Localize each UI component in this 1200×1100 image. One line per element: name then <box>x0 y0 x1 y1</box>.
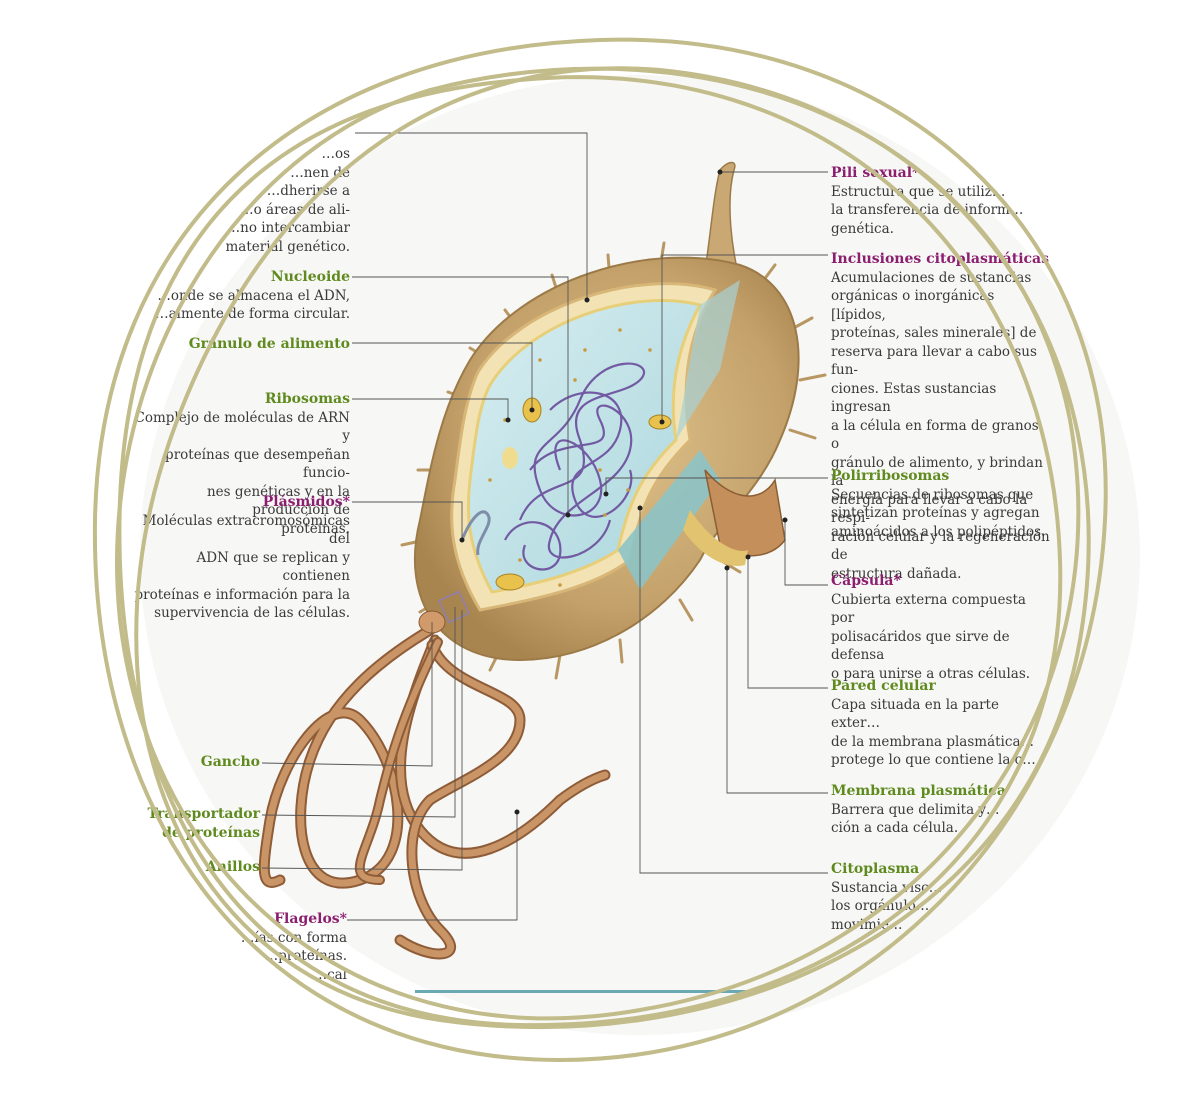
nucleoide-title: Nucleoide <box>270 269 350 285</box>
label-gancho: Gancho <box>160 753 260 772</box>
nucleoide-body: …onde se almacena el ADN, …almente de fo… <box>155 287 350 323</box>
polirribosomas-title: Polirribosomas <box>831 468 950 484</box>
label-granulo: Gránulo de alimento <box>150 335 350 354</box>
capsula-title: Cápsula* <box>831 573 901 589</box>
label-polirribosomas: Polirribosomas Secuencias de ribosomas q… <box>831 467 1051 541</box>
label-top-left: …os …nen de …dherirse a …o áreas de ali-… <box>150 145 351 256</box>
citoplasma-body: Sustancia visc… los orgánulo… movimie… <box>831 879 943 933</box>
label-anillos: Anillos <box>160 858 260 877</box>
label-pili: Pili sexual* Estructura que se utiliz… l… <box>831 164 1031 238</box>
pili-title: Pili sexual* <box>831 165 920 181</box>
label-membrana: Membrana plasmática Barrera que delimita… <box>831 782 1031 838</box>
bottom-bar <box>415 990 760 993</box>
flagelos-body: …ías con forma …proteínas. …cal <box>240 929 347 983</box>
plasmidos-body: Moléculas extracromosómicas del ADN que … <box>134 512 350 622</box>
membrana-title: Membrana plasmática <box>831 783 1006 799</box>
pared-title: Pared celular <box>831 678 936 694</box>
plasmidos-title: Plásmidos* <box>262 494 350 510</box>
capsula-body: Cubierta externa compuesta por polisacár… <box>831 591 1031 682</box>
inclusiones-title: Inclusiones citoplasmáticas <box>831 251 1049 267</box>
top-left-body: …os …nen de …dherirse a …o áreas de ali-… <box>225 146 351 255</box>
label-plasmidos: Plásmidos* Moléculas extracromosómicas d… <box>130 493 350 623</box>
label-citoplasma: Citoplasma Sustancia visc… los orgánulo…… <box>831 860 991 934</box>
granulo-title: Gránulo de alimento <box>188 336 350 352</box>
membrana-body: Barrera que delimita y… ción a cada célu… <box>831 801 1000 837</box>
anillos-title: Anillos <box>205 859 260 875</box>
pared-body: Capa situada en la parte exter… de la me… <box>831 696 1036 769</box>
ribosomas-title: Ribosomas <box>264 391 350 407</box>
pili-body: Estructura que se utiliz… la transferenc… <box>831 183 1024 237</box>
label-pared: Pared celular Capa situada en la parte e… <box>831 677 1041 770</box>
transportador-title: Transportador de proteínas <box>147 806 260 841</box>
flagelos-title: Flagelos* <box>274 911 347 927</box>
label-capsula: Cápsula* Cubierta externa compuesta por … <box>831 572 1051 683</box>
label-flagelos: Flagelos* …ías con forma …proteínas. …ca… <box>200 910 347 984</box>
gancho-title: Gancho <box>200 754 260 770</box>
polirribosomas-body: Secuencias de ribosomas que sintetizan p… <box>831 486 1046 540</box>
citoplasma-title: Citoplasma <box>831 861 920 877</box>
label-nucleoide: Nucleoide …onde se almacena el ADN, …alm… <box>150 268 350 324</box>
label-transportador: Transportador de proteínas <box>140 805 260 842</box>
